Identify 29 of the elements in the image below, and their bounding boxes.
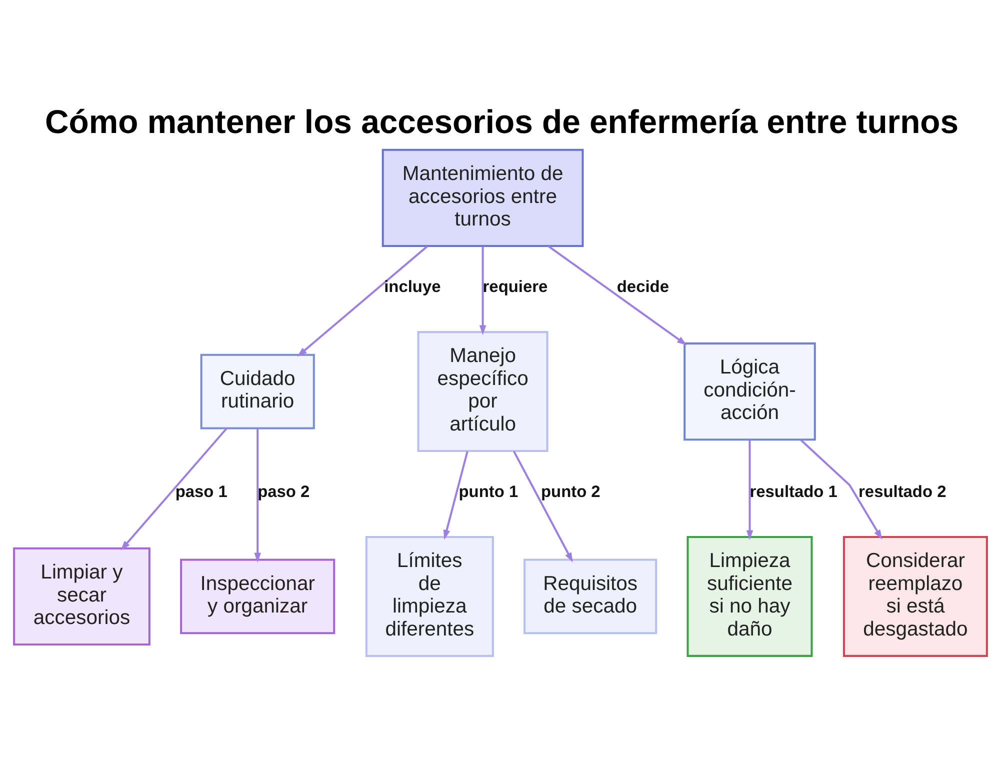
node-box: Límites de limpieza diferentes — [364, 536, 494, 656]
edge-label: paso 1 — [174, 482, 227, 501]
node-box: Cuidado rutinario — [200, 353, 314, 429]
node-box: Limpiar y secar accesorios — [12, 546, 150, 646]
edge-label: requiere — [482, 278, 548, 296]
node-box: Considerar reemplazo si está desgastado — [842, 536, 988, 656]
edge-label: punto 1 — [458, 482, 518, 501]
node-box: Limpieza suficiente si no hay daño — [686, 536, 812, 656]
edge-label: resultado 2 — [858, 482, 946, 501]
edge-label: incluye — [384, 278, 440, 296]
arrow — [296, 245, 428, 356]
node-box: Inspeccionar y organizar — [180, 558, 335, 634]
node-box: Lógica condición-acción — [683, 342, 816, 440]
node-box: Mantenimiento de accesorios entre turnos — [381, 148, 584, 247]
arrow — [120, 427, 227, 550]
edge-label: decide — [616, 278, 668, 296]
arrow — [547, 244, 686, 345]
arrow — [442, 450, 468, 540]
diagram-title: Cómo mantener los accesorios de enfermería entre turnos — [44, 102, 958, 140]
node-box: Manejo específico por artículo — [416, 330, 548, 452]
arrow — [478, 246, 486, 335]
node-box: Requisitos de secado — [523, 558, 657, 634]
edge-label: paso 2 — [257, 482, 310, 501]
arrow — [512, 450, 572, 562]
edge-label: punto 2 — [540, 482, 600, 501]
arrow — [746, 439, 753, 540]
edge-label: resultado 1 — [749, 482, 837, 501]
arrow — [800, 438, 882, 540]
arrow — [254, 428, 261, 562]
